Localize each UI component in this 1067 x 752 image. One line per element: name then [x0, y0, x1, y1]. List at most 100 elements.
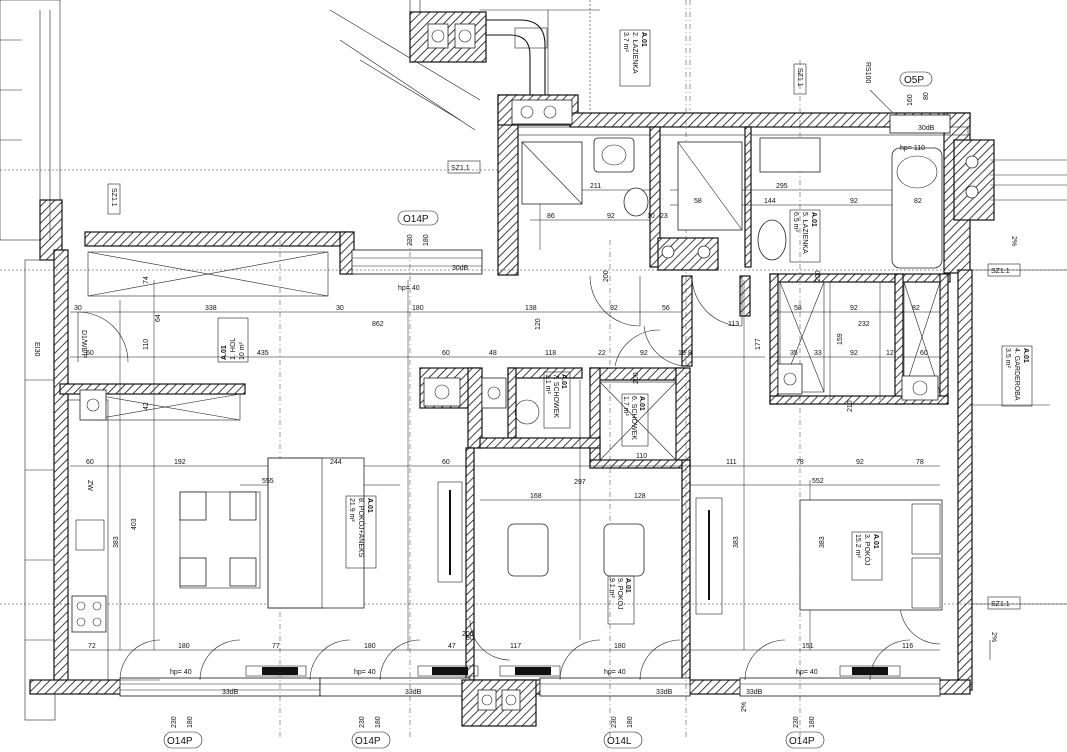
svg-text:hp= 40: hp= 40	[796, 669, 818, 676]
room-3-code: A.01	[872, 534, 879, 549]
svg-text:200: 200	[462, 631, 474, 638]
room-2-name: 2. ŁAZIENKA	[631, 32, 638, 74]
svg-text:117: 117	[510, 643, 521, 650]
svg-text:2%: 2%	[1010, 236, 1017, 246]
svg-text:hp= 40: hp= 40	[170, 669, 192, 676]
svg-text:180: 180	[412, 305, 424, 312]
room-7-name: 7. SCHOWEK	[552, 374, 559, 418]
svg-text:383: 383	[819, 536, 826, 548]
svg-text:92: 92	[640, 350, 648, 357]
svg-text:113: 113	[728, 321, 739, 328]
svg-text:ZW: ZW	[86, 480, 93, 491]
svg-text:180: 180	[423, 234, 430, 246]
room-9-area: 9.1 m²	[608, 578, 615, 599]
svg-text:78: 78	[916, 459, 924, 466]
svg-text:200: 200	[603, 270, 610, 282]
svg-text:10: 10	[647, 213, 655, 220]
svg-text:56: 56	[662, 305, 670, 312]
svg-text:144: 144	[764, 198, 776, 205]
svg-text:72: 72	[88, 643, 96, 650]
svg-text:8: 8	[688, 350, 692, 357]
svg-text:O14L: O14L	[607, 736, 632, 747]
svg-text:SZ1.1: SZ1.1	[796, 68, 803, 87]
svg-text:30dB: 30dB	[918, 125, 935, 132]
svg-text:30: 30	[336, 305, 344, 312]
svg-text:48: 48	[489, 350, 497, 357]
svg-text:64: 64	[155, 314, 162, 322]
svg-text:2%: 2%	[990, 632, 997, 642]
svg-text:230: 230	[407, 234, 414, 246]
svg-text:80: 80	[923, 92, 930, 100]
svg-text:hp= 40: hp= 40	[604, 669, 626, 676]
svg-text:SZ1.1: SZ1.1	[991, 268, 1010, 275]
room-6-code: A.01	[638, 396, 645, 411]
svg-text:232: 232	[858, 321, 870, 328]
svg-text:O14P: O14P	[355, 736, 381, 747]
svg-text:383: 383	[113, 536, 120, 548]
svg-text:30: 30	[74, 305, 82, 312]
svg-text:O14P: O14P	[403, 214, 429, 225]
room-2-area: 3.7 m²	[622, 32, 629, 53]
tag-o5p: O5P 160 80	[899, 71, 933, 106]
svg-text:2%: 2%	[741, 702, 748, 712]
svg-text:180: 180	[187, 716, 194, 728]
room-8-area: 21.9 m²	[348, 498, 355, 522]
room-label-6: A.01 6. SCHOWEK 1.7 m²	[621, 393, 649, 447]
acoustic-labels: 30dB 30dB 33dB 33dB 33dB 33dB hp= 40 hp=…	[170, 125, 1017, 712]
room-9-name: 9. POKÓJ	[616, 578, 625, 610]
svg-text:92: 92	[856, 459, 864, 466]
svg-text:92: 92	[850, 350, 858, 357]
tag-rs100: RS100	[864, 62, 893, 113]
svg-text:82: 82	[914, 198, 922, 205]
room-label-9: A.01 9. POKÓJ 9.1 m²	[607, 575, 635, 625]
svg-text:74: 74	[143, 276, 150, 284]
room-6-area: 1.7 m²	[622, 396, 629, 417]
svg-text:60: 60	[442, 350, 450, 357]
svg-text:200: 200	[815, 270, 822, 282]
svg-text:295: 295	[776, 183, 788, 190]
svg-text:116: 116	[902, 643, 913, 650]
tag-o14p-top: O14P 230 180	[397, 210, 439, 246]
svg-text:23: 23	[660, 213, 668, 220]
room-label-1: A.01 1. HOL 10 m²	[217, 317, 249, 363]
room-5-code: A.01	[810, 212, 817, 227]
svg-text:338: 338	[205, 305, 217, 312]
svg-text:180: 180	[627, 716, 634, 728]
svg-text:D1/W8/P: D1/W8/P	[80, 330, 87, 358]
svg-text:180: 180	[364, 643, 376, 650]
svg-text:118: 118	[545, 350, 556, 357]
svg-text:60: 60	[442, 459, 450, 466]
svg-text:200: 200	[633, 372, 640, 384]
tags-sz: SZ1.1 SZ1.1 SZ1.1 SZ1.1 SZ1.1 D1/W8/P EI…	[33, 63, 1021, 610]
room-1-code: A.01	[221, 345, 228, 360]
room-2-code: A.01	[640, 32, 647, 47]
room-3-name: 3. POKÓJ	[863, 534, 872, 566]
room-1-area: 10 m²	[239, 341, 246, 360]
room-label-4: A.01 4. GARDEROBA 3.5 m²	[1001, 345, 1033, 407]
svg-text:180: 180	[614, 643, 626, 650]
room-3-area: 15.2 m²	[854, 534, 861, 558]
svg-text:92: 92	[610, 305, 618, 312]
room-5-name: 5. ŁAZIENKA	[801, 212, 808, 254]
svg-text:168: 168	[530, 493, 542, 500]
svg-text:211: 211	[590, 183, 601, 190]
svg-text:110: 110	[143, 339, 150, 350]
room-label-3: A.01 3. POKÓJ 15.2 m²	[851, 531, 883, 581]
svg-text:33dB: 33dB	[222, 689, 239, 696]
svg-text:SZ1.1: SZ1.1	[991, 601, 1010, 608]
room-label-7: A.01 7. SCHOWEK 1.1 m²	[543, 371, 571, 429]
svg-text:92: 92	[850, 305, 858, 312]
room-1-name: 1. HOL	[230, 338, 237, 360]
svg-text:35: 35	[790, 350, 798, 357]
svg-text:82: 82	[912, 305, 920, 312]
svg-text:47: 47	[448, 643, 456, 650]
svg-text:230: 230	[359, 716, 366, 728]
room-4-area: 3.5 m²	[1004, 348, 1011, 369]
room-label-2: A.01 2. ŁAZIENKA 3.7 m²	[619, 29, 651, 87]
dimension-texts: 338 30 30 862 180 138 92 56 113 435 60 6…	[74, 183, 928, 650]
svg-text:177: 177	[755, 338, 762, 350]
room-4-name: 4. GARDEROBA	[1013, 348, 1020, 401]
windows	[119, 114, 951, 697]
svg-text:180: 180	[809, 716, 816, 728]
